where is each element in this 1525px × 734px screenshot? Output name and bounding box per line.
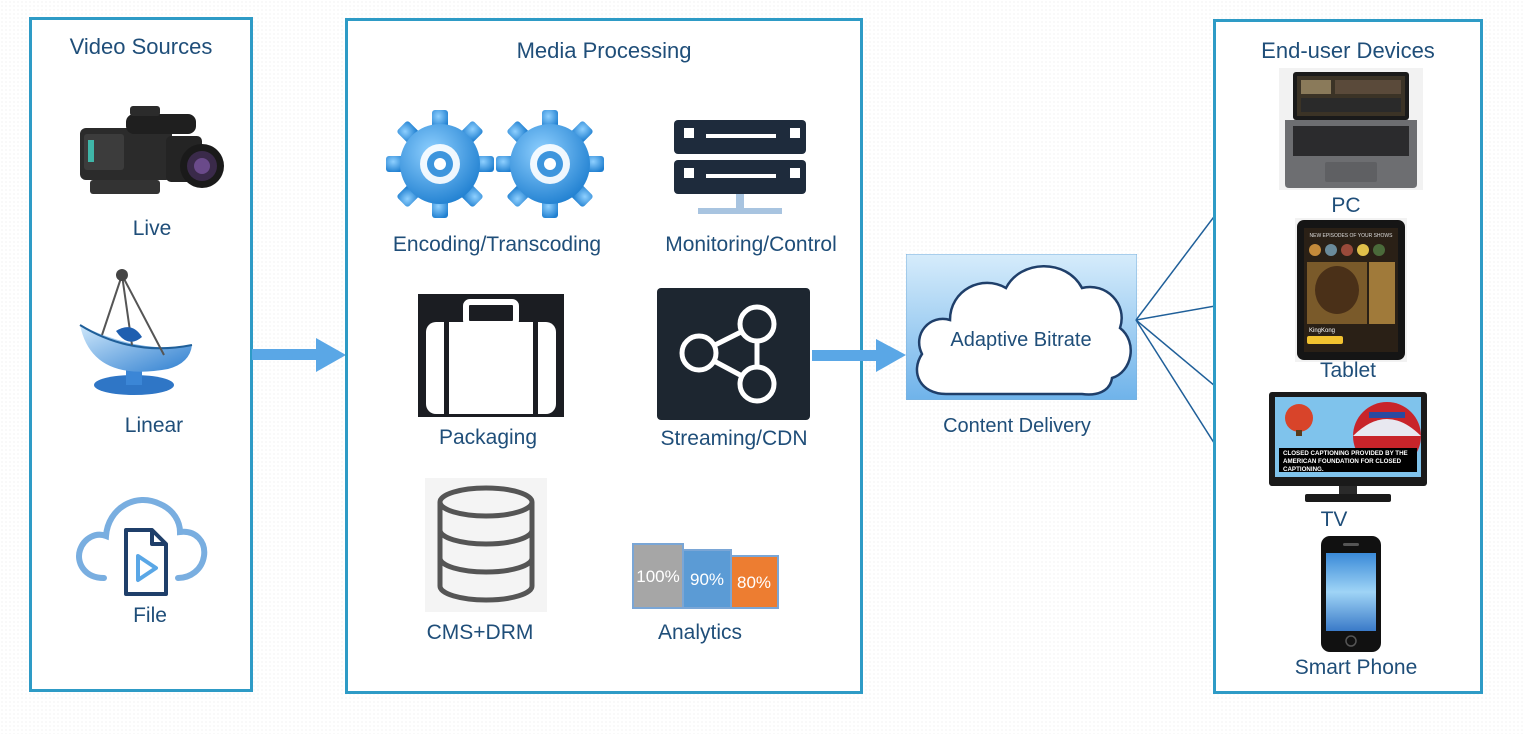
live-label: Live (132, 217, 172, 240)
encoding-transcoding-label: Encoding/Transcoding (392, 233, 602, 256)
cloud-delivery-icon (906, 254, 1137, 400)
linear-label: Linear (124, 414, 184, 437)
tv-icon: CLOSED CAPTIONING PROVIDED BY THE AMERIC… (1269, 392, 1427, 502)
cloud-file-icon (76, 497, 208, 596)
gears-icon (386, 110, 604, 218)
tv-caption-line-2: AMERICAN FOUNDATION FOR CLOSED (1283, 458, 1402, 465)
analytics-bars-icon: 100% 90% 80% (632, 543, 779, 609)
laptop-icon (1279, 68, 1423, 190)
packaging-label: Packaging (438, 426, 538, 449)
smart-phone-label: Smart Phone (1294, 656, 1418, 679)
tv-label: TV (1320, 508, 1348, 531)
analytics-label: Analytics (657, 621, 743, 644)
flow-arrow-processing-to-delivery (812, 339, 906, 372)
pc-label: PC (1331, 194, 1361, 217)
file-label: File (133, 604, 167, 627)
video-sources-title: Video Sources (69, 34, 213, 59)
database-icon (425, 478, 547, 612)
adaptive-bitrate-label: Adaptive Bitrate (950, 329, 1092, 351)
tv-caption-line-3: CAPTIONING. (1283, 466, 1324, 473)
flow-arrow-sources-to-processing (252, 338, 346, 372)
media-processing-title: Media Processing (516, 38, 692, 63)
briefcase-icon (418, 294, 564, 417)
cms-drm-label: CMS+DRM (426, 621, 534, 644)
tablet-label: Tablet (1319, 359, 1377, 382)
end-user-devices-title: End-user Devices (1261, 38, 1435, 63)
server-rack-icon (674, 120, 806, 214)
satellite-dish-icon (79, 269, 193, 395)
analytics-bar-label-80: 80% (737, 573, 771, 592)
smartphone-icon (1321, 536, 1381, 652)
tablet-icon: NEW EPISODES OF YOUR SHOWS KingKong (1295, 218, 1407, 362)
tablet-screen-title: KingKong (1309, 328, 1335, 334)
video-camera-icon (80, 106, 224, 194)
tablet-screen-heading: NEW EPISODES OF YOUR SHOWS (1310, 233, 1394, 239)
analytics-bar-label-90: 90% (690, 570, 724, 589)
tv-caption-line-1: CLOSED CAPTIONING PROVIDED BY THE (1283, 450, 1408, 457)
monitoring-control-label: Monitoring/Control (665, 233, 837, 256)
content-delivery-label: Content Delivery (943, 415, 1091, 437)
analytics-bar-label-100: 100% (636, 567, 679, 586)
streaming-cdn-label: Streaming/CDN (660, 427, 808, 450)
share-network-icon (657, 288, 810, 420)
